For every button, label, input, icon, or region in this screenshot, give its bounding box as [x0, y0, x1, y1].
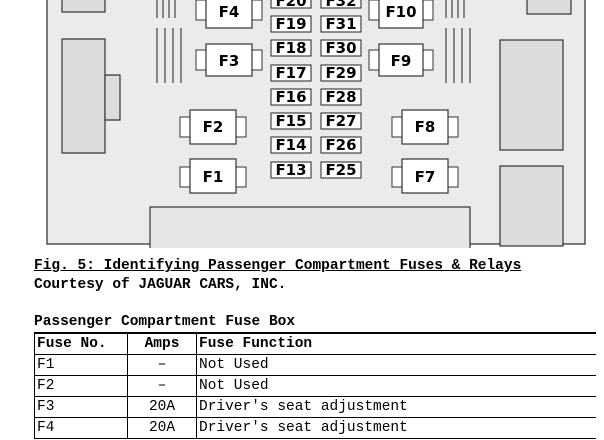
left-connector — [61, 38, 106, 154]
figure-caption: Fig. 5: Identifying Passenger Compartmen… — [34, 258, 522, 274]
header-amps: Amps — [127, 332, 197, 355]
header-fuse-no: Fuse No. — [34, 332, 128, 355]
fuse-F8: F8 — [391, 109, 459, 145]
fuse-F9: F9 — [368, 43, 434, 77]
fuse-label-F4: F4 — [219, 3, 240, 21]
header-fuse-function: Fuse Function — [196, 332, 596, 355]
fuse-label-F14: F14 — [275, 136, 306, 154]
fuse-label-F18: F18 — [275, 39, 306, 57]
fuse-table: Fuse No. Amps Fuse Function F1 – Not Use… — [34, 332, 596, 439]
mini-fuse-column-right — [320, 0, 362, 179]
fuse-label-F8: F8 — [415, 118, 436, 136]
cell-fuse-no: F4 — [34, 417, 128, 439]
cell-fuse-function: Not Used — [196, 375, 596, 397]
table-title: Passenger Compartment Fuse Box — [34, 314, 296, 330]
fuse-label-F3: F3 — [219, 52, 240, 70]
lower-panel — [149, 206, 471, 248]
left-ribs — [156, 0, 182, 83]
fuse-label-F19: F19 — [275, 15, 306, 33]
fuse-label-F13: F13 — [275, 161, 306, 179]
fuse-F1: F1 — [179, 158, 247, 194]
fuse-F2: F2 — [179, 109, 247, 145]
fuse-F10: F10 — [368, 0, 434, 29]
fuse-label-F9: F9 — [391, 52, 412, 70]
fuse-label-F16: F16 — [275, 88, 306, 106]
fuse-label-F17: F17 — [275, 64, 306, 82]
fuse-label-F29: F29 — [325, 64, 356, 82]
fuse-box-housing — [46, 0, 586, 245]
fuse-label-F20: F20 — [275, 0, 306, 10]
cell-fuse-no: F2 — [34, 375, 128, 397]
fuse-label-F28: F28 — [325, 88, 356, 106]
fuse-box-diagram: F4 F3 F2 F1 F10 F9 F8 — [46, 0, 586, 248]
cell-amps: 20A — [127, 417, 197, 439]
table-row: F2 – Not Used — [34, 375, 596, 397]
cell-amps: – — [127, 354, 197, 376]
fuse-F4: F4 — [195, 0, 263, 29]
cell-fuse-no: F1 — [34, 354, 128, 376]
table-row: F1 – Not Used — [34, 354, 596, 376]
cell-fuse-no: F3 — [34, 396, 128, 418]
cell-amps: – — [127, 375, 197, 397]
fuse-F7: F7 — [391, 158, 459, 194]
right-relay-top — [526, 0, 572, 15]
cell-fuse-function: Driver's seat adjustment — [196, 417, 596, 439]
fuse-label-F10: F10 — [385, 3, 416, 21]
table-row: F4 20A Driver's seat adjustment — [34, 417, 596, 439]
fuse-label-F32: F32 — [325, 0, 356, 10]
fuse-F3: F3 — [195, 43, 263, 77]
table-row: F3 20A Driver's seat adjustment — [34, 396, 596, 418]
cell-fuse-function: Not Used — [196, 354, 596, 376]
fuse-label-F2: F2 — [203, 118, 224, 136]
fuse-label-F25: F25 — [325, 161, 356, 179]
fuse-label-F31: F31 — [325, 15, 356, 33]
figure-credit: Courtesy of JAGUAR CARS, INC. — [34, 277, 287, 293]
fuse-label-F26: F26 — [325, 136, 356, 154]
right-relay-middle — [499, 39, 564, 151]
fuse-label-F30: F30 — [325, 39, 356, 57]
right-relay-bottom — [499, 165, 564, 247]
right-ribs — [445, 0, 471, 83]
mini-fuse-column-left — [270, 0, 312, 179]
cell-amps: 20A — [127, 396, 197, 418]
fuse-label-F7: F7 — [415, 168, 436, 186]
fuse-label-F15: F15 — [275, 112, 306, 130]
cell-fuse-function: Driver's seat adjustment — [196, 396, 596, 418]
fuse-label-F27: F27 — [325, 112, 356, 130]
table-header-row: Fuse No. Amps Fuse Function — [34, 332, 596, 355]
fuse-label-F1: F1 — [203, 168, 224, 186]
left-connector-tab — [104, 74, 121, 121]
left-top-block — [61, 0, 106, 13]
